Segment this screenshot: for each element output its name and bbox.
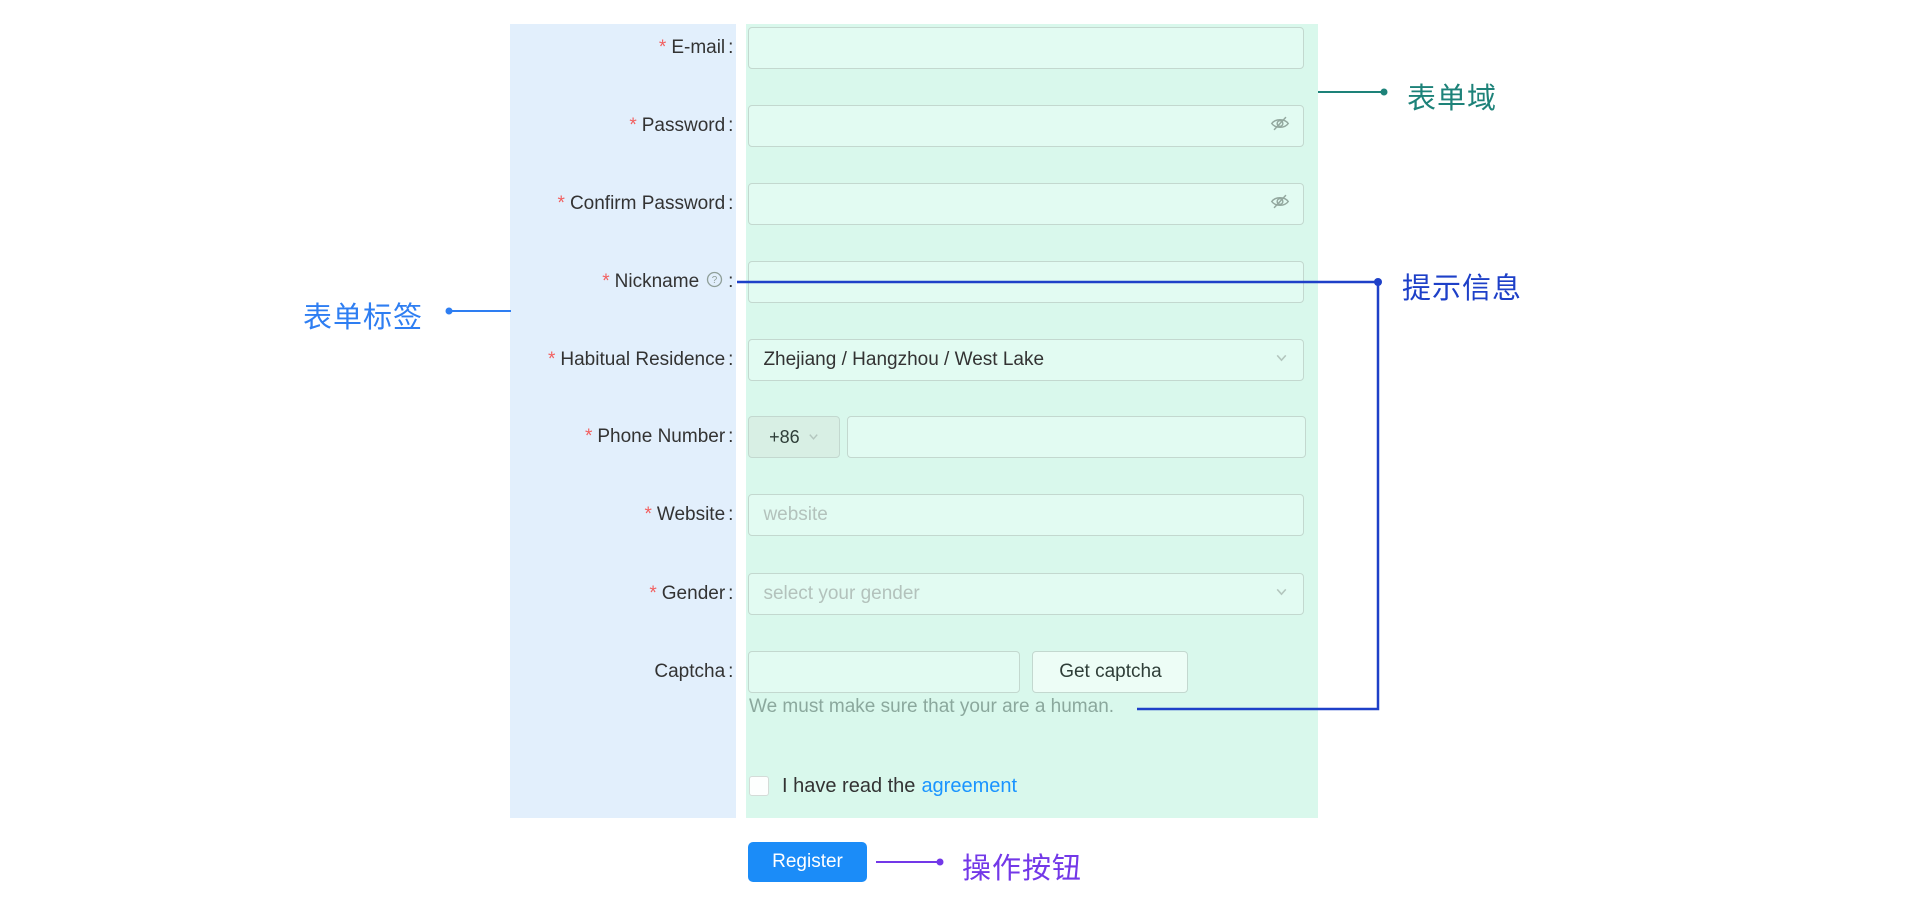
captcha-input[interactable] (748, 651, 1021, 693)
form-label-annotation-line (445, 307, 511, 315)
required-mark: * (644, 504, 652, 525)
confirm-password-label: * Confirm Password : (557, 193, 734, 214)
label-colon: : (728, 271, 734, 292)
phone-number-label: * Phone Number : (584, 426, 734, 447)
required-mark: * (602, 271, 610, 292)
captcha-extra-hint: We must make sure that your are a human. (749, 696, 1115, 717)
eye-invisible-icon[interactable] (1269, 113, 1291, 140)
question-circle-icon[interactable]: ? (706, 271, 723, 294)
agreement-link[interactable]: agreement (921, 774, 1018, 797)
form-field-annotation-line (1318, 88, 1388, 96)
nickname-label: * Nickname ? : (602, 271, 734, 294)
captcha-label: Captcha : (654, 661, 734, 682)
annotation-form-label: 表单标签 (303, 302, 424, 334)
annotation-action-button: 操作按钮 (962, 853, 1083, 885)
required-mark: * (649, 583, 657, 604)
label-colon: : (728, 37, 734, 58)
required-mark: * (629, 115, 637, 136)
get-captcha-button[interactable]: Get captcha (1032, 651, 1189, 693)
password-input[interactable] (748, 105, 1305, 147)
email-input[interactable] (748, 27, 1305, 69)
habitual-residence-cascader[interactable]: Zhejiang / Hangzhou / West Lake (748, 339, 1305, 381)
nickname-input[interactable] (748, 261, 1305, 303)
form-row-website: * Website : (510, 493, 1316, 537)
label-colon: : (728, 661, 734, 682)
chevron-down-icon (1274, 584, 1289, 604)
label-colon: : (728, 426, 734, 447)
agreement-checkbox[interactable] (749, 776, 769, 796)
phone-prefix-select[interactable]: +86 (748, 416, 841, 458)
form-row-habitual-residence: * Habitual Residence : Zhejiang / Hangzh… (510, 338, 1316, 382)
chevron-down-icon (1274, 350, 1289, 370)
label-colon: : (728, 349, 734, 370)
eye-invisible-icon[interactable] (1269, 191, 1291, 218)
annotation-form-field: 表单域 (1407, 83, 1498, 115)
label-colon: : (728, 504, 734, 525)
form-row-email: * E-mail : (510, 26, 1316, 70)
email-label: * E-mail : (658, 37, 734, 58)
annotation-hint: 提示信息 (1402, 273, 1523, 305)
form-row-confirm-password: * Confirm Password : (510, 182, 1316, 226)
label-colon: : (728, 193, 734, 214)
habitual-residence-label: * Habitual Residence : (547, 349, 734, 370)
website-label: * Website : (644, 504, 734, 525)
label-colon: : (728, 115, 734, 136)
action-button-annotation-line (876, 858, 944, 866)
gender-select[interactable]: select your gender (748, 573, 1305, 615)
required-mark: * (547, 349, 556, 370)
required-mark: * (658, 37, 667, 58)
agreement-row: I have read the agreement (749, 772, 1017, 800)
required-mark: * (584, 426, 593, 447)
required-mark: * (557, 193, 565, 214)
form-label-column-highlight (510, 24, 736, 818)
form-row-captcha: Captcha : Get captcha (510, 650, 1316, 694)
confirm-password-input[interactable] (748, 183, 1305, 225)
form-row-nickname: * Nickname ? : (510, 260, 1316, 304)
chevron-down-icon (807, 427, 820, 448)
form-row-password: * Password : (510, 104, 1316, 148)
agreement-text: I have read the (782, 774, 916, 797)
register-button[interactable]: Register (748, 842, 867, 882)
password-label: * Password : (629, 115, 734, 136)
form-row-gender: * Gender : select your gender (510, 572, 1316, 616)
gender-placeholder: select your gender (763, 583, 920, 604)
website-input[interactable] (748, 494, 1305, 536)
gender-label: * Gender : (649, 583, 734, 604)
phone-number-input[interactable] (847, 416, 1307, 458)
form-row-phone-number: * Phone Number : +86 (510, 415, 1316, 459)
svg-text:?: ? (712, 274, 718, 285)
label-colon: : (728, 583, 734, 604)
